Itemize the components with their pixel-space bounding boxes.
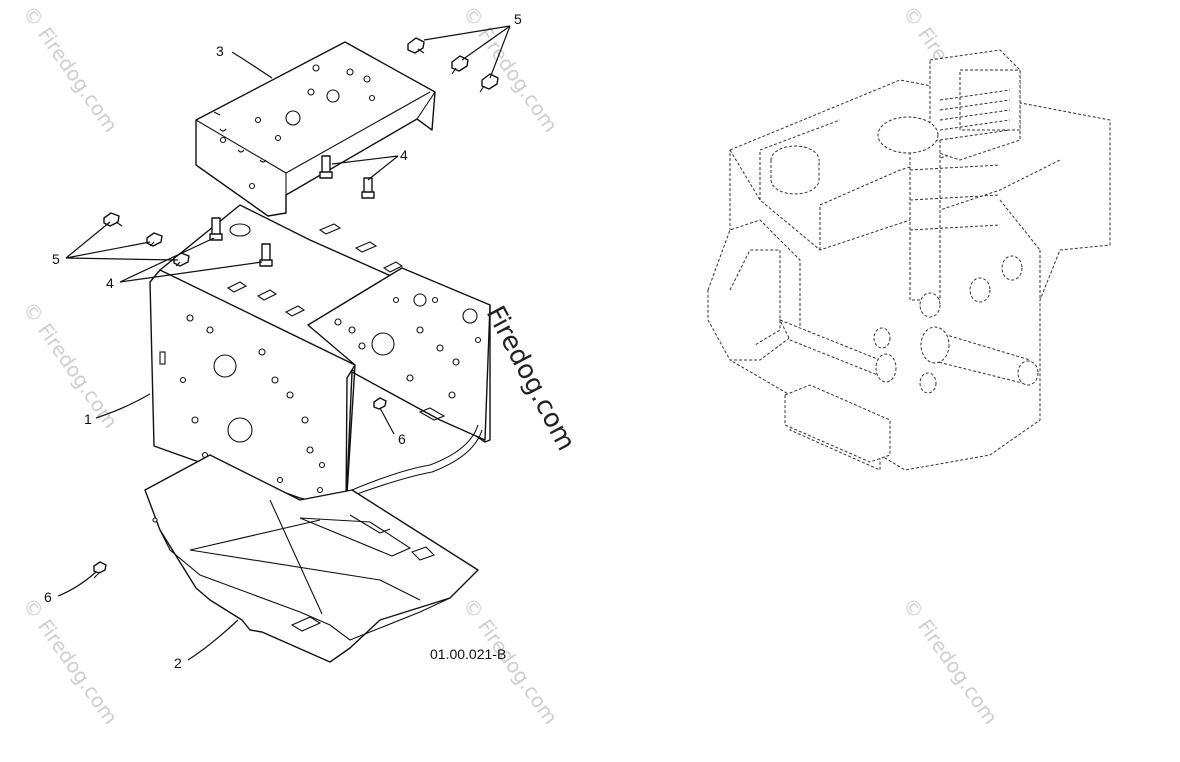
bolt-5-c [479, 73, 499, 93]
fasteners [93, 37, 499, 579]
callout-5-top: 5 [514, 11, 522, 27]
watermark-bl: © Firedog.com [18, 593, 123, 729]
screw-6-a [373, 397, 387, 410]
callout-6-mid: 6 [398, 431, 406, 447]
callout-3: 3 [216, 43, 224, 59]
callout-5-left: 5 [52, 251, 60, 267]
watermark-tl: © Firedog.com [18, 1, 123, 137]
bolt-5-a [407, 37, 425, 54]
stud-4-c [209, 217, 223, 241]
watermark-ml: © Firedog.com [18, 297, 123, 433]
part-3-top-bracket [195, 41, 436, 217]
watermark-br: © Firedog.com [898, 593, 1003, 729]
watermark-tc: © Firedog.com [458, 1, 563, 137]
watermark-overlay: Firedog.com [480, 301, 581, 456]
bolt-5-d [103, 212, 123, 227]
bolt-5-b [451, 55, 469, 75]
callout-1: 1 [84, 411, 92, 427]
screw-6-b [93, 561, 107, 579]
drawing-code: 01.00.021-B [430, 646, 506, 662]
stud-4-b [361, 177, 375, 199]
callout-4-top: 4 [400, 147, 408, 163]
stud-4-a [319, 155, 333, 179]
leader-lines [57, 25, 511, 661]
callout-labels: 3 5 4 5 4 1 6 6 2 01.00.021-B [44, 11, 522, 671]
bolt-5-e [146, 232, 163, 247]
stud-4-d [259, 243, 273, 267]
engine-reference-outline [707, 49, 1111, 471]
callout-2: 2 [174, 655, 182, 671]
part-2-bottom-plate [144, 454, 479, 663]
callout-4-left: 4 [106, 275, 114, 291]
callout-6-low: 6 [44, 589, 52, 605]
